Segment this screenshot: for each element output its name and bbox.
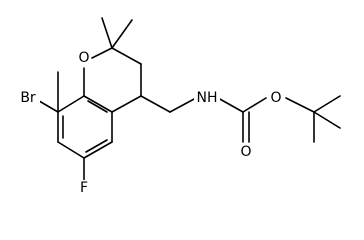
bond-c2-me2: [111, 19, 133, 49]
bond-inner-2: [87, 100, 108, 113]
bond-c7-c6: [57, 141, 85, 159]
o-ring-label-bg: [77, 50, 91, 66]
o-ester-label-bg: [269, 90, 283, 106]
bond-n-cc: [217, 97, 244, 113]
amide-nitrogen-label: NH: [197, 90, 218, 106]
br-label-bg: [16, 90, 40, 106]
ring-oxygen-label: O: [78, 50, 89, 66]
molecule-diagram: O Br F NH O O: [16, 17, 341, 196]
o-carbonyl-label-bg: [239, 144, 253, 160]
bond-c6-c5: [83, 141, 113, 159]
bromine-label: Br: [20, 90, 36, 106]
nh-label-bg: [194, 88, 220, 106]
fluorine-label: F: [80, 180, 88, 196]
bond-inner-3: [85, 139, 108, 153]
bond-c4-c4a: [111, 95, 142, 113]
bond-c2-c3: [111, 47, 142, 65]
bond-cc-oester: [242, 97, 267, 113]
ester-oxygen-label: O: [270, 90, 281, 106]
atom-label-group: O Br F NH O O: [16, 50, 283, 196]
carbonyl-oxygen-label: O: [240, 144, 251, 160]
f-label-bg: [78, 180, 90, 196]
bond-c2-me1: [101, 17, 113, 49]
bond-o1-c2: [91, 47, 113, 59]
bond-oester-tbu: [285, 97, 315, 113]
bond-tbu-me2: [313, 111, 341, 129]
bond-group: [33, 17, 341, 181]
bond-c8a-c8-top: [57, 95, 85, 113]
bond-ch2-n: [169, 97, 197, 113]
structure-canvas: O Br F NH O O: [16, 17, 341, 196]
bond-c4-ch2: [140, 95, 171, 113]
bond-c4a-c8a: [83, 95, 113, 113]
bond-tbu-me1: [313, 95, 341, 113]
